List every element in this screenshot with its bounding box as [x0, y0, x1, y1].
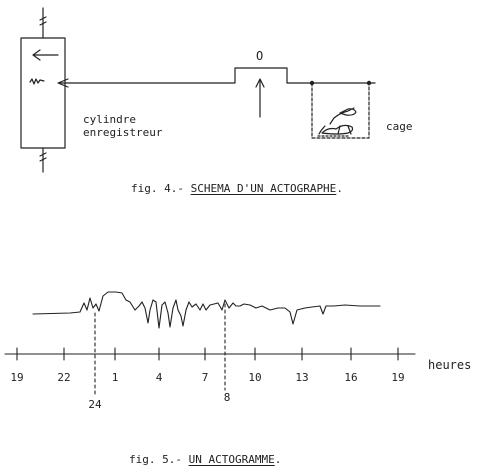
- drum-rotation-arrow-icon: [32, 49, 59, 61]
- tick-label: 10: [248, 371, 261, 384]
- tick-labels: 19 22 1 4 7 10 13 16 19: [10, 371, 404, 384]
- marker-8-label: 8: [224, 391, 231, 404]
- fig5-caption-title: UN ACTOGRAMME: [188, 453, 275, 466]
- fig4-caption-suffix: .: [336, 182, 343, 195]
- marker-24-label: 24: [88, 398, 102, 411]
- actogram: 19 22 1 4 7 10 13 16 19 heures 24 8: [4, 291, 471, 411]
- tick-label: 19: [10, 371, 23, 384]
- drum-axle-bottom: [39, 147, 47, 173]
- fig4-caption-prefix: fig. 4.-: [131, 182, 191, 195]
- fig5-caption: fig. 5.- UN ACTOGRAMME.: [129, 453, 281, 466]
- drum-label-line2: enregistreur: [83, 126, 163, 139]
- tick-marks: [16, 347, 399, 361]
- activity-trace: [32, 291, 381, 329]
- tick-label: 19: [391, 371, 404, 384]
- drum-label-line1: cylindre: [83, 113, 136, 126]
- transmission-thread: [59, 67, 376, 84]
- tick-label: 16: [344, 371, 357, 384]
- fig5-caption-prefix: fig. 5.-: [129, 453, 189, 466]
- lever-pivot-arrow-icon: [255, 78, 265, 118]
- cage-label: cage: [386, 120, 413, 133]
- actograph-schema: [20, 7, 376, 173]
- lever-label: O: [256, 49, 264, 63]
- axis-unit-label: heures: [428, 358, 471, 372]
- fig4-caption-title: SCHEMA D'UN ACTOGRAPHE: [190, 182, 337, 195]
- tick-label: 22: [57, 371, 70, 384]
- fig4-caption: fig. 4.- SCHEMA D'UN ACTOGRAPHE.: [131, 182, 343, 195]
- tick-label: 1: [112, 371, 119, 384]
- insect-icon: [317, 107, 357, 137]
- tick-label: 7: [202, 371, 209, 384]
- stylus-trace: [29, 78, 45, 85]
- cage: [309, 80, 372, 139]
- fig5-caption-suffix: .: [274, 453, 282, 466]
- tick-label: 4: [156, 371, 163, 384]
- drum-axle-top: [39, 7, 47, 39]
- tick-label: 13: [295, 371, 308, 384]
- thread-arrow-icon: [57, 78, 69, 88]
